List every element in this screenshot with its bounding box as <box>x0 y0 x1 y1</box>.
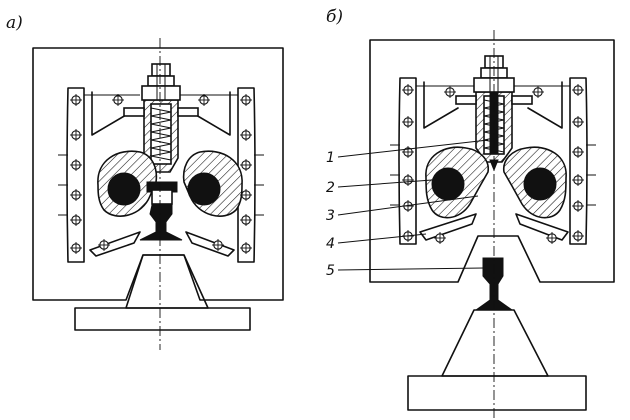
panel-a-right-guide <box>185 231 235 257</box>
svg-text:4: 4 <box>326 236 335 252</box>
panel-a-label: а) <box>6 13 23 33</box>
panel-a-left-hanger <box>91 91 127 136</box>
panel-b-right-guide <box>515 213 569 241</box>
svg-text:5: 5 <box>326 263 335 279</box>
panel-b-left-guide <box>419 213 477 241</box>
panel-b-left-column <box>398 77 417 245</box>
svg-text:3: 3 <box>326 208 335 224</box>
panel-b-left-hanger <box>423 81 459 129</box>
callouts: 1 2 3 4 5 <box>326 139 489 279</box>
callout-1: 1 <box>326 139 489 166</box>
panel-b-right-column <box>569 77 588 245</box>
panel-a-right-hanger <box>195 91 231 136</box>
callout-2: 2 <box>326 179 433 196</box>
panel-a: а) <box>6 13 284 350</box>
panel-a-right-shaft <box>187 172 221 206</box>
panel-b-base-beam <box>407 375 587 411</box>
svg-text:2: 2 <box>326 180 335 196</box>
panel-a-spring <box>150 107 172 161</box>
callout-3: 3 <box>326 195 479 224</box>
svg-text:1: 1 <box>326 150 335 166</box>
panel-b-right-hanger <box>527 81 563 129</box>
panel-b-stand <box>441 309 549 377</box>
panel-a-top-nut <box>151 63 171 77</box>
panel-a-left-guide <box>89 231 141 257</box>
callout-5: 5 <box>326 263 485 279</box>
panel-a-rail <box>139 204 183 241</box>
panel-b-left-shaft <box>431 167 465 201</box>
panel-b: б) <box>326 7 615 418</box>
panel-a-left-shaft <box>107 172 141 206</box>
panel-a-stand <box>125 254 209 309</box>
panel-a-left-column <box>66 87 85 263</box>
panel-b-label: б) <box>326 7 343 27</box>
callout-4: 4 <box>326 233 427 252</box>
panel-b-right-shaft <box>523 167 557 201</box>
panel-a-base-beam <box>74 307 251 331</box>
panel-a-right-column <box>237 87 256 263</box>
